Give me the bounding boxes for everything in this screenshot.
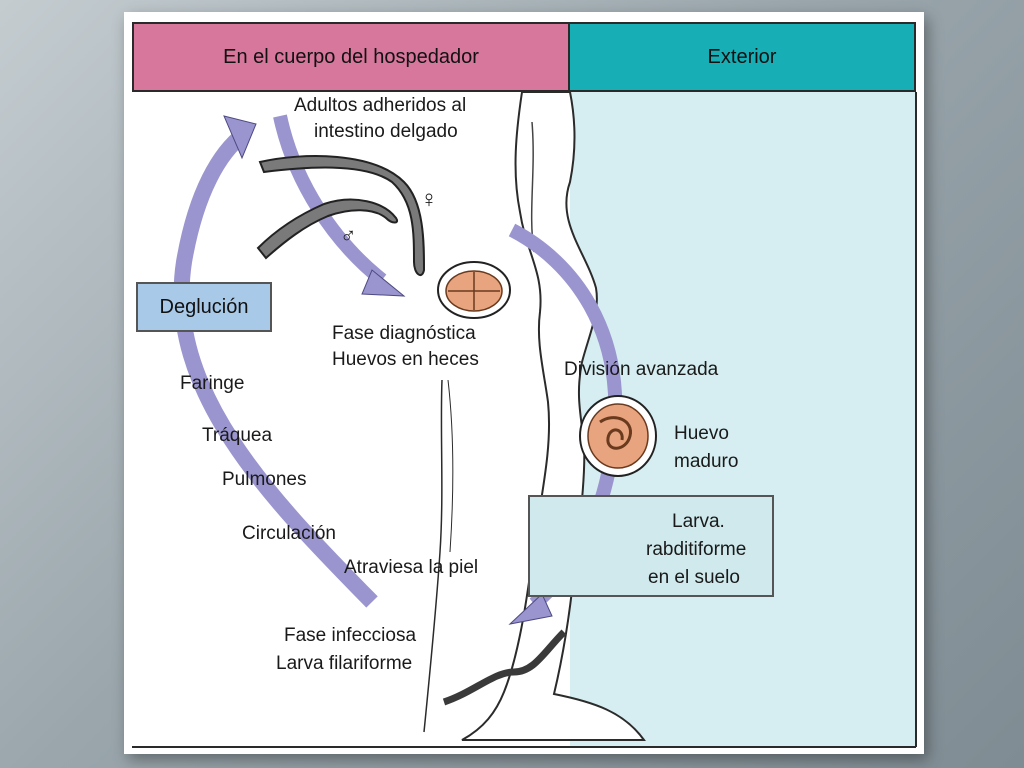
male-worm <box>256 198 398 260</box>
diagnostic-label-line1: Fase diagnóstica <box>332 323 476 344</box>
soil-larva-box <box>528 495 774 597</box>
adults-to-eggs-arrowhead <box>361 269 406 297</box>
host-body-header: En el cuerpo del hospedador <box>132 22 570 92</box>
adults-label-line1: Adultos adheridos al <box>294 95 467 116</box>
larva-label-line2: rabditiforme <box>646 539 747 560</box>
filariform-larva <box>442 629 567 706</box>
mature-egg-label-line1: Huevo <box>674 423 729 444</box>
exterior-development-arrowhead <box>508 593 553 625</box>
traquea-label: Tráquea <box>202 425 273 446</box>
circulacion-label: Circulación <box>242 523 336 544</box>
adults-label-line2: intestino delgado <box>314 121 458 142</box>
male-symbol: ♂ <box>340 223 357 248</box>
female-symbol: ♀ <box>420 186 438 213</box>
division-label: División avanzada <box>564 359 719 380</box>
lifecycle-diagram <box>132 91 917 748</box>
infectious-label-line2: Larva filariforme <box>276 653 413 674</box>
diagnostic-label-line2: Huevos en heces <box>332 349 479 370</box>
infectious-label-line1: Fase infecciosa <box>284 625 417 646</box>
diagram-frame: En el cuerpo del hospedador Exterior Adu… <box>124 12 924 754</box>
larva-label-line1: Larva. <box>672 511 725 532</box>
pulmones-label: Pulmones <box>222 469 307 490</box>
larva-label-line3: en el suelo <box>648 567 740 588</box>
female-worm <box>258 155 426 277</box>
exterior-header: Exterior <box>570 22 916 92</box>
faringe-label: Faringe <box>180 373 245 394</box>
skin-penetration-label: Atraviesa la piel <box>344 557 479 578</box>
shin-line <box>423 379 443 733</box>
calf-line <box>447 379 454 553</box>
deglucion-arrowhead <box>223 115 257 160</box>
coiled-larva <box>599 416 632 450</box>
leg-silhouette <box>461 91 646 741</box>
mature-egg-label-line2: maduro <box>674 451 739 472</box>
mature-egg-interior <box>587 403 649 469</box>
deglucion-box: Deglución <box>136 282 272 332</box>
